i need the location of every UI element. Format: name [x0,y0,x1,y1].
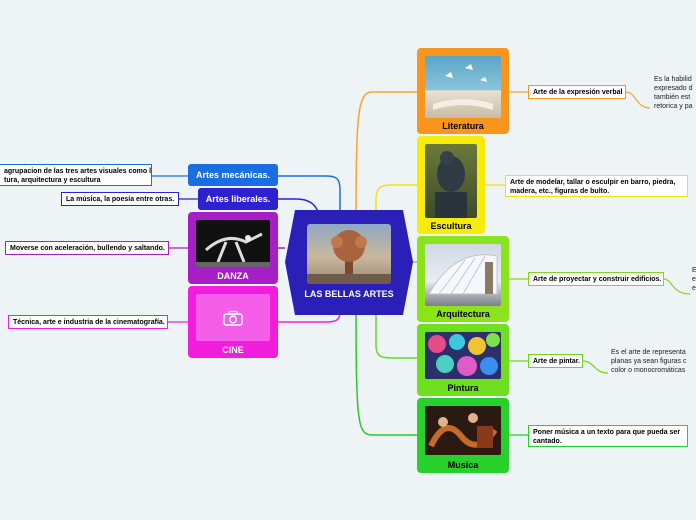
detail-pintura-text: Arte de pintar. [533,358,581,365]
danza-image [196,220,270,267]
detail-cine[interactable]: Técnica, arte e industria de la cinemato… [8,315,168,329]
topic-pintura[interactable]: Pintura [417,324,509,396]
link-pintura [375,268,420,359]
artes-liberales-label: Artes liberales. [205,194,271,204]
link-literatura [355,91,420,259]
topic-danza[interactable]: DANZA [188,212,278,284]
detail-pintura[interactable]: Arte de pintar. [528,354,583,368]
detail-danza-text: Moverse con aceleración, bullendo y salt… [10,245,165,252]
central-image [307,224,391,284]
link-mecanicas [278,175,341,240]
topic-musica[interactable]: Musica [417,398,509,473]
note-pintura-line: Es el arte de representa [611,349,686,356]
topic-artes-liberales[interactable]: Artes liberales. [198,188,278,210]
detail-liberales-text: La música, la poesía entre otras. [66,196,175,203]
arquitectura-image [425,244,501,306]
detail-escultura-line: madera, etc., figuras de bulto. [510,188,610,195]
escultura-image [425,144,477,218]
arquitectura-label: Arquitectura [436,309,490,319]
link-escultura [375,184,420,258]
note-literatura[interactable]: Es la habilid expresado d también est re… [654,75,696,115]
detail-mecanicas-line: agrupacion de las tres artes visuales co… [4,168,152,175]
detail-musica[interactable]: Poner música a un texto para que pueda s… [528,425,688,447]
note-literatura-line: Es la habilid [654,76,692,83]
detail-cine-text: Técnica, arte e industria de la cinemato… [13,319,165,326]
detail-literatura-text: Arte de la expresión verbal [533,89,623,96]
note-arquitectura-line: e [692,285,696,292]
detail-danza[interactable]: Moverse con aceleración, bullendo y salt… [5,241,169,255]
camera-icon [223,310,243,326]
link-note-arq [663,278,691,295]
literatura-label: Literatura [442,121,484,131]
detail-escultura-line: Arte de modelar, tallar o esculpir en ba… [510,179,676,186]
detail-arquitectura-text: Arte de proyectar y construir edificios. [533,276,662,283]
detail-mecanicas-line: tura, arquitectura y escultura [4,177,101,184]
danza-label: DANZA [217,271,249,281]
detail-musica-line: cantado. [533,438,562,445]
link-note-pin [582,360,609,374]
musica-image [425,406,501,455]
literatura-image [425,56,501,118]
pintura-image [425,332,501,379]
detail-arquitectura[interactable]: Arte de proyectar y construir edificios. [528,272,664,286]
topic-literatura[interactable]: Literatura [417,48,509,134]
detail-musica-line: Poner música a un texto para que pueda s… [533,429,681,436]
link-musica [355,267,420,436]
detail-escultura[interactable]: Arte de modelar, tallar o esculpir en ba… [505,175,688,197]
musica-label: Musica [447,460,479,470]
cine-image-placeholder [196,294,270,341]
central-topic[interactable]: LAS BELLAS ARTES [285,210,413,315]
note-pintura-line: planas ya sean figuras c [611,358,687,365]
topic-arquitectura[interactable]: Arquitectura [417,236,509,322]
central-title: LAS BELLAS ARTES [304,289,394,299]
artes-mecanicas-label: Artes mecánicas. [195,170,271,180]
note-literatura-line: expresado d [654,85,693,92]
detail-literatura[interactable]: Arte de la expresión verbal [528,85,626,99]
link-note-lit [625,91,651,109]
detail-artes-liberales[interactable]: La música, la poesía entre otras. [61,192,179,206]
note-pintura-line: color o monocromáticas [611,367,686,374]
note-arquitectura-line: E [692,267,696,274]
note-arquitectura-line: e [692,276,696,283]
detail-artes-mecanicas[interactable]: agrupacion de las tres artes visuales co… [0,164,152,186]
topic-artes-mecanicas[interactable]: Artes mecánicas. [188,164,278,186]
cine-label: CINE [222,345,244,355]
topic-escultura[interactable]: Escultura [417,136,485,234]
escultura-label: Escultura [430,221,472,231]
topic-cine[interactable]: CINE [188,286,278,358]
note-arquitectura[interactable]: E e e [692,266,696,296]
pintura-label: Pintura [447,383,479,393]
note-pintura[interactable]: Es el arte de representa planas ya sean … [611,348,696,378]
note-literatura-line: retorica y pa [654,103,693,110]
note-literatura-line: también est [654,94,691,101]
